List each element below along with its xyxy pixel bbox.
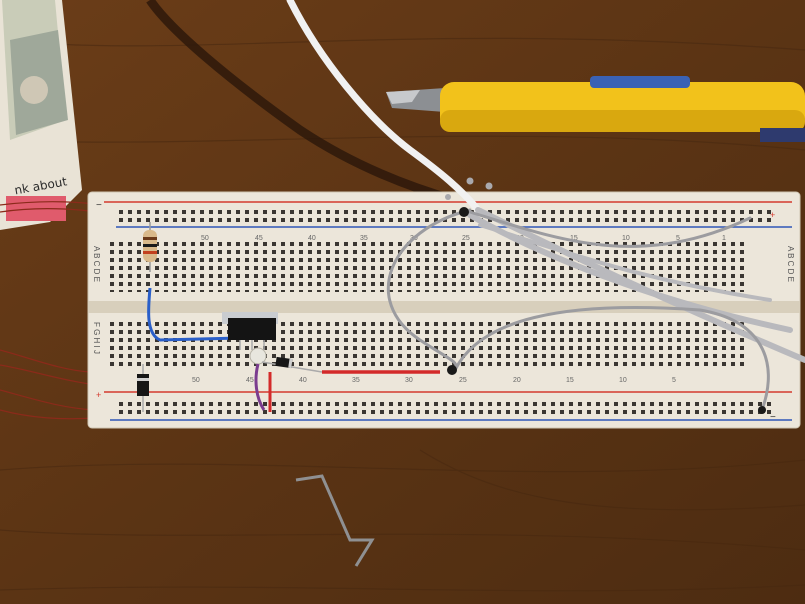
col-num-bottom-9: 10	[619, 377, 627, 384]
col-num-top-10: 5	[676, 235, 680, 242]
breadboard: A B C D E F G H I J A B C D E + − + − 5 5…	[87, 191, 801, 429]
utility-knife	[386, 76, 805, 142]
col-num-top-6: 25	[462, 235, 470, 242]
rail-plus-bottom: +	[96, 390, 101, 400]
wood-grain	[0, 37, 805, 592]
wire-end-mid	[447, 365, 457, 375]
rail-plus-top: +	[770, 210, 775, 220]
cable-shadow	[146, 0, 457, 205]
diode-left	[137, 364, 149, 412]
col-num-bottom-7: 20	[513, 377, 521, 384]
voltage-regulator	[222, 312, 278, 350]
rail-minus-top: −	[96, 200, 102, 211]
col-num-top-2: 45	[255, 235, 263, 242]
wire-end-top	[459, 207, 469, 217]
purple-jumper-wire	[254, 363, 266, 411]
col-num-top-11: 1	[722, 235, 726, 242]
col-num-bottom-6: 25	[459, 377, 467, 384]
steel-ball	[466, 177, 474, 185]
bent-wire-lead	[295, 474, 375, 567]
col-num-top-3: 40	[308, 235, 316, 242]
col-num-top-9: 10	[622, 235, 630, 242]
rail-minus-bottom: −	[770, 412, 776, 423]
steel-ball	[485, 182, 493, 190]
wire-end-right	[758, 406, 766, 414]
blue-jumper-wire	[147, 287, 241, 342]
gray-cables	[286, 0, 805, 412]
row-letters-top-left: A B C D E	[92, 246, 101, 282]
col-num-top-4: 35	[360, 235, 368, 242]
col-num-bottom-10: 5	[672, 377, 676, 384]
col-num-bottom-8: 15	[566, 377, 574, 384]
diode-top	[261, 356, 323, 373]
col-num-bottom-3: 40	[299, 377, 307, 384]
row-letters-bottom-left: F G H I J	[92, 322, 101, 354]
col-num-bottom-1: 50	[192, 377, 200, 384]
col-num-bottom-5: 30	[405, 377, 413, 384]
printed-card: nk about	[0, 0, 82, 230]
col-num-top-8: 15	[570, 235, 578, 242]
col-num-bottom-2: 45	[246, 377, 254, 384]
resistor	[143, 222, 157, 272]
col-num-bottom-4: 35	[352, 377, 360, 384]
col-num-top-1: 50	[201, 235, 209, 242]
steel-ball	[445, 194, 451, 200]
row-letters-top-right: A B C D E	[786, 246, 795, 282]
